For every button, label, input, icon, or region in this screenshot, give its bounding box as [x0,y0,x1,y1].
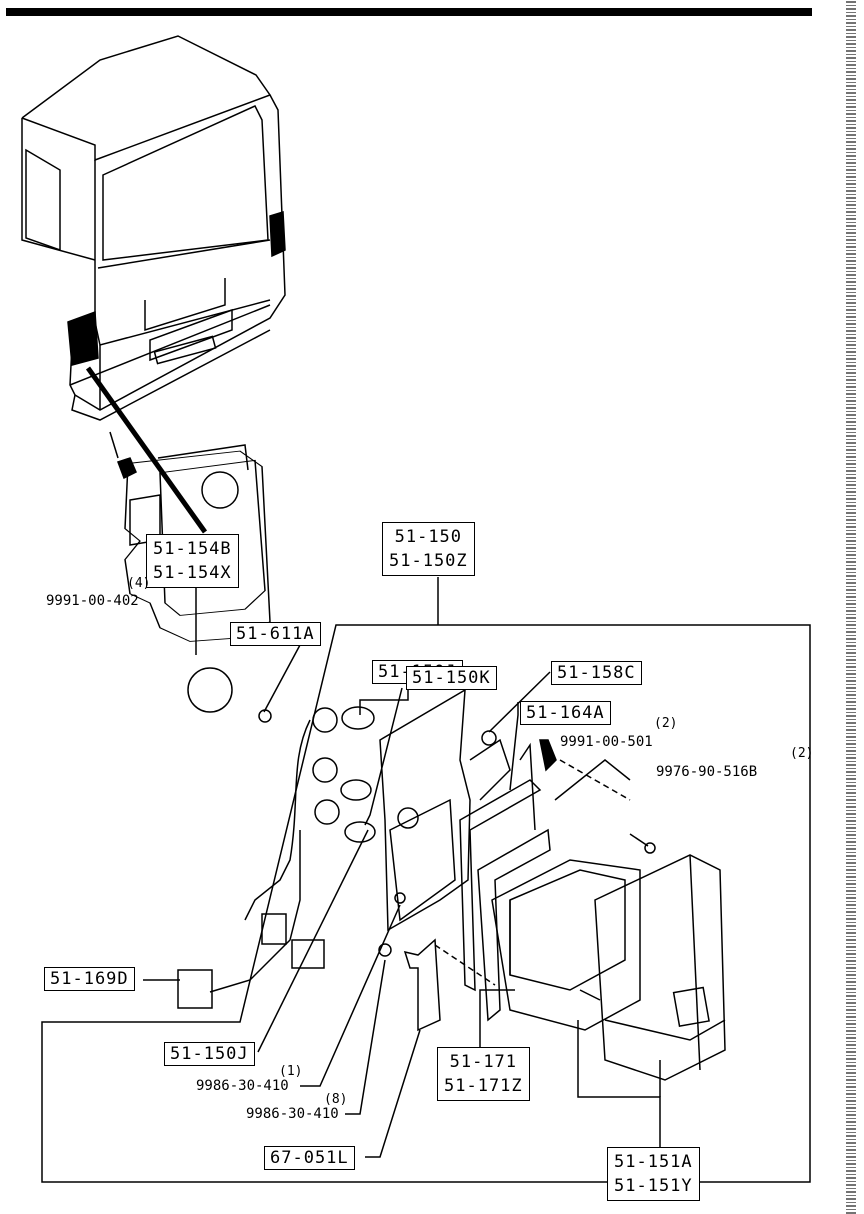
qty-f1: (4) [127,576,151,591]
gasket-icon [481,730,497,746]
label-housing: 51-154B 51-154X [146,534,239,588]
qty-f3: (2) [790,746,814,761]
assembly-frame [41,624,811,1183]
bracket-illustration [403,938,441,1032]
outer-lens-illustration [594,854,726,1081]
label-bulb-k: 51-150K [406,666,497,690]
page-edge-pattern [846,0,856,1214]
label-gasket-c: 51-158C [551,661,642,685]
reflector-illustration [379,688,511,932]
fastener-code-f3: 9976-90-516B [656,764,758,780]
top-rule [6,8,812,16]
label-seal-a: 51-164A [520,701,611,725]
part-number: 51-150Z [389,551,468,571]
label-bracket: 67-051L [264,1146,355,1170]
label-packing: 51-171 51-171Z [437,1047,530,1101]
inner-lens-illustration [491,759,641,1031]
qty-f2: (2) [654,716,678,731]
label-lens: 51-151A 51-151Y [607,1147,700,1201]
part-number: 51-154X [153,563,232,583]
screw-icon [258,709,272,723]
part-number: 51-151A [614,1152,693,1172]
part-number: 51-150 [394,527,463,547]
fastener-code-f2: 9991-00-501 [560,734,653,750]
label-screw-top: 51-611A [230,622,321,646]
qty-f5: (8) [324,1092,348,1107]
fastener-code-f4: 9986-30-410 [196,1078,289,1094]
part-number: 51-171Z [444,1076,523,1096]
part-number: 51-151Y [614,1176,693,1196]
seal-illustration [459,742,551,1022]
label-harness: 51-169D [44,967,135,991]
label-lamp-assy: 51-150 51-150Z [382,522,475,576]
qty-f4: (1) [279,1064,303,1079]
clip-icon [117,457,137,480]
van-illustration [21,35,286,421]
leader-van-to-housing [85,366,208,534]
part-number: 51-171 [449,1052,518,1072]
fastener-code-f1: 9991-00-402 [46,593,139,609]
label-bulb-j-bottom: 51-150J [164,1042,255,1066]
screw-icon-right [644,842,656,854]
bulb-socket-group [177,706,376,1009]
fastener-code-f5: 9986-30-410 [246,1106,339,1122]
part-number: 51-154B [153,539,232,559]
